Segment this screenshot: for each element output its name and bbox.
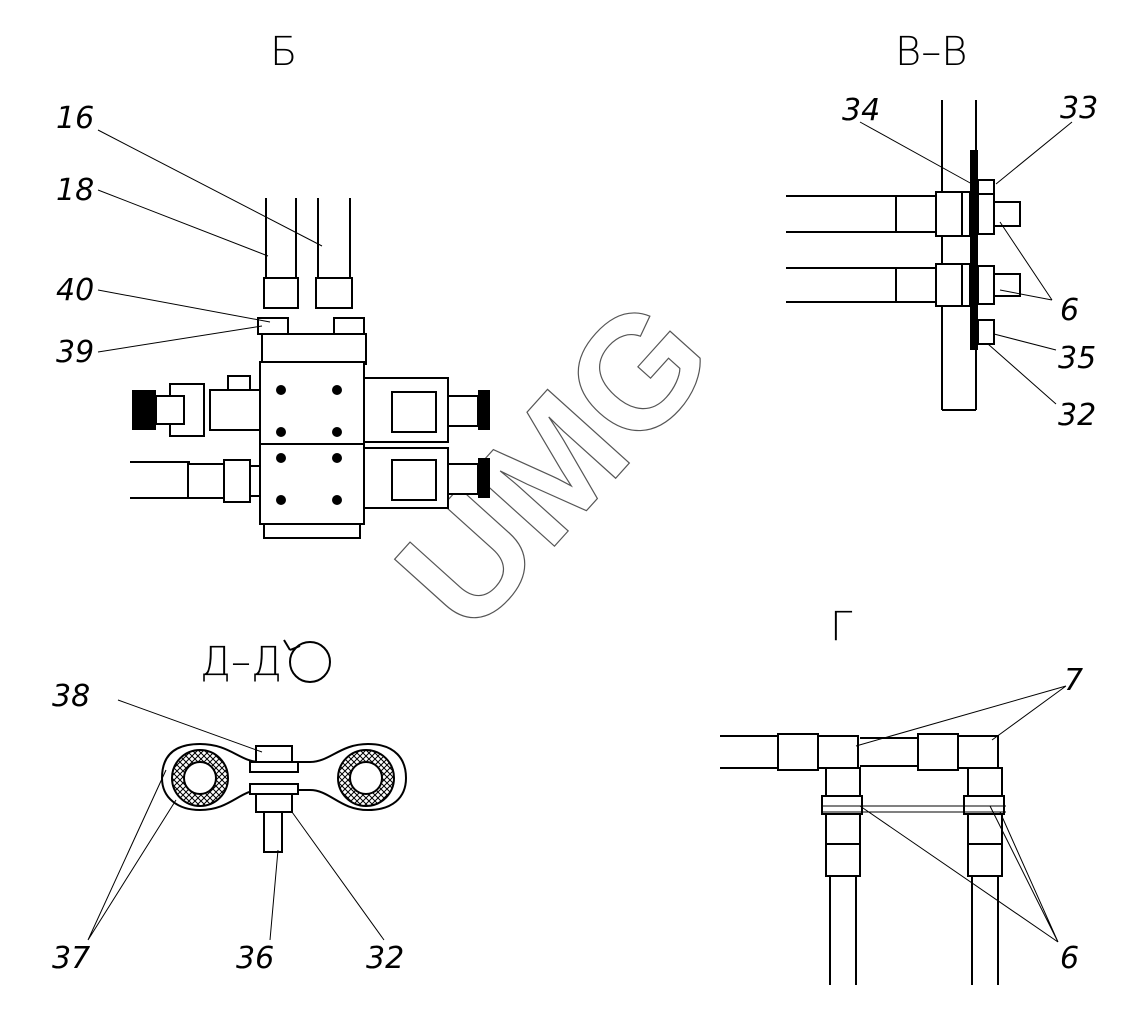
view-vv-title: В–В [895,29,967,75]
view-v-v: В–В 34 33 6 35 32 [786,29,1098,433]
label-18: 18 [56,173,94,208]
label-38: 38 [52,679,90,714]
label-37: 37 [52,941,90,976]
label-32-dd: 32 [366,941,404,976]
view-g: Г 7 6 [720,604,1083,985]
view-g-title: Г [830,604,853,650]
view-dd-title: Д–Д [200,639,282,685]
label-39: 39 [56,335,94,370]
view-b: Б [56,29,490,539]
label-34: 34 [842,93,880,128]
label-6: 6 [1060,293,1079,328]
view-b-title: Б [270,29,297,75]
label-16: 16 [56,101,94,136]
label-6-g: 6 [1060,941,1079,976]
rotation-symbol-icon [289,641,331,683]
label-36: 36 [236,941,274,976]
label-35: 35 [1058,341,1096,376]
view-d-d: Д–Д 38 37 36 32 [52,639,408,976]
label-33: 33 [1060,91,1098,126]
label-40: 40 [56,273,94,308]
label-32: 32 [1058,398,1096,433]
label-7: 7 [1064,663,1083,698]
